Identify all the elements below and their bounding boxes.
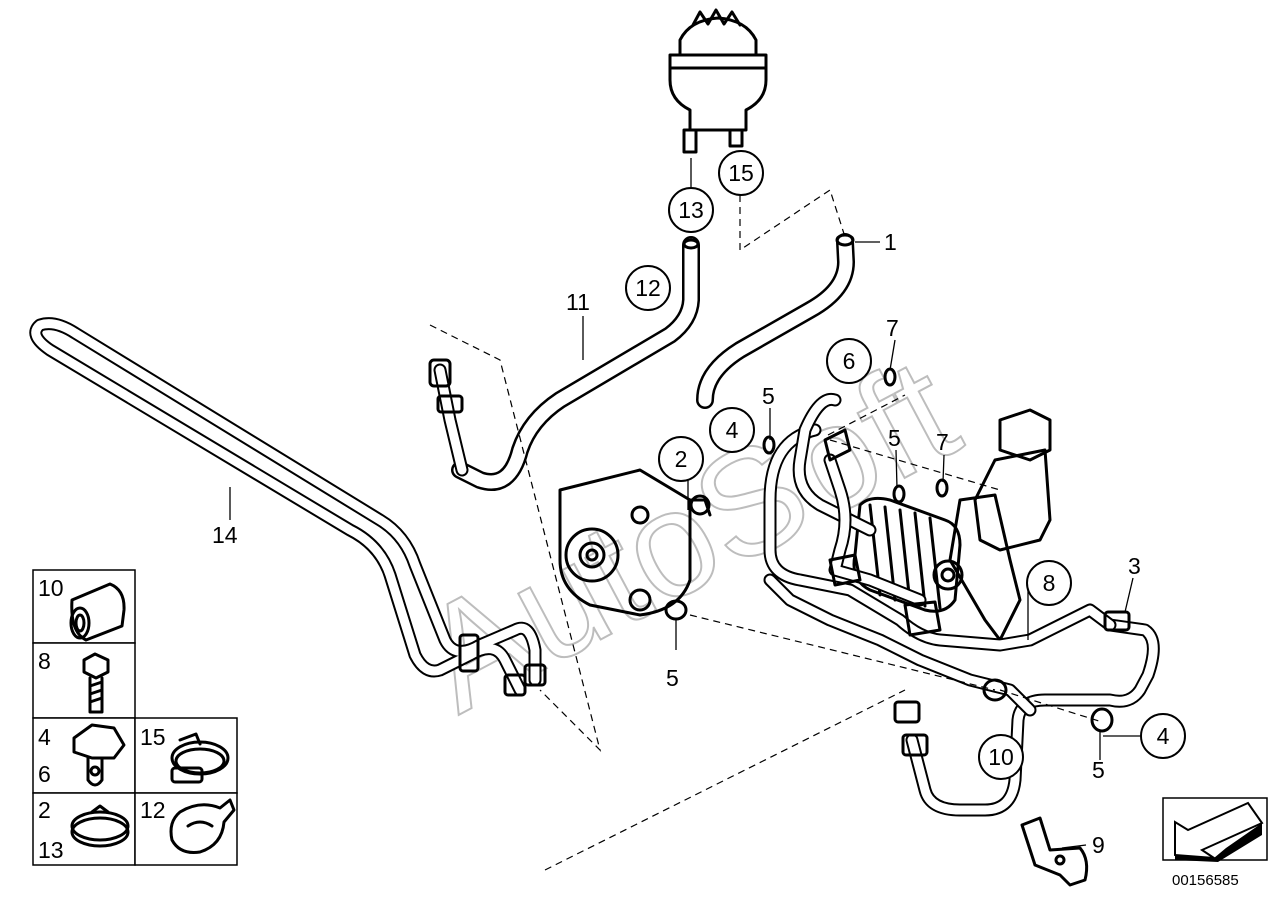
callout-10-text: 10 bbox=[988, 744, 1014, 770]
callout-2-text: 2 bbox=[675, 446, 688, 472]
callout-8-text: 8 bbox=[1043, 570, 1056, 596]
label-5-upper: 5 bbox=[762, 383, 775, 409]
direction-arrow-icon bbox=[1162, 797, 1268, 862]
legend-label-2: 2 bbox=[38, 797, 51, 823]
rubber-sleeve-icon bbox=[69, 582, 126, 642]
callout-13[interactable]: 13 bbox=[668, 187, 714, 233]
legend-label-4: 4 bbox=[38, 724, 51, 750]
legend-label-15: 15 bbox=[140, 724, 166, 750]
callout-4-upper[interactable]: 4 bbox=[709, 407, 755, 453]
callout-12[interactable]: 12 bbox=[625, 265, 671, 311]
legend-label-12: 12 bbox=[140, 797, 166, 823]
callout-4-upper-text: 4 bbox=[726, 417, 739, 443]
watermark: AutoSoft bbox=[394, 324, 983, 744]
figure-number: 00156585 bbox=[1172, 872, 1239, 889]
legend-label-10: 10 bbox=[38, 575, 64, 601]
pressure-line[interactable] bbox=[763, 392, 1160, 817]
assembly-lines bbox=[429, 189, 1103, 871]
callout-15-text: 15 bbox=[728, 160, 754, 186]
banjo-bolt-icon bbox=[72, 723, 126, 787]
label-5-lower: 5 bbox=[1092, 757, 1105, 783]
label-1: 1 bbox=[884, 229, 897, 255]
label-11: 11 bbox=[566, 289, 590, 315]
legend-cell-2-13 bbox=[32, 792, 136, 866]
label-7-lower: 7 bbox=[936, 429, 949, 455]
sealing-rings bbox=[664, 367, 1114, 733]
hose-clamp-icon bbox=[70, 804, 130, 848]
suction-hose[interactable] bbox=[451, 236, 700, 491]
callout-6[interactable]: 6 bbox=[826, 338, 872, 384]
spring-clip-icon bbox=[169, 798, 236, 854]
label-14: 14 bbox=[212, 522, 238, 548]
cooling-pipe-loop[interactable] bbox=[29, 317, 547, 697]
label-5-pump: 5 bbox=[666, 665, 679, 691]
callout-12-text: 12 bbox=[635, 275, 661, 301]
worm-clamp-icon bbox=[170, 732, 230, 784]
callout-6-text: 6 bbox=[843, 348, 856, 374]
parts-legend: 10 8 4 6 15 2 13 12 bbox=[32, 569, 238, 866]
hose-fitting-left bbox=[428, 358, 469, 477]
callout-8[interactable]: 8 bbox=[1026, 560, 1072, 606]
label-9: 9 bbox=[1092, 832, 1105, 858]
plain-labels: 1 11 14 7 5 5 7 3 5 5 9 bbox=[212, 229, 1141, 858]
label-5-middle: 5 bbox=[888, 425, 901, 451]
callout-4-lower-text: 4 bbox=[1157, 723, 1170, 749]
callout-2[interactable]: 2 bbox=[658, 436, 704, 482]
legend-label-8: 8 bbox=[38, 648, 51, 674]
legend-cell-8 bbox=[32, 642, 136, 719]
legend-label-13: 13 bbox=[38, 837, 64, 863]
bolt-icon bbox=[82, 652, 110, 714]
label-3: 3 bbox=[1128, 553, 1141, 579]
callout-10[interactable]: 10 bbox=[978, 734, 1024, 780]
fluid-reservoir[interactable] bbox=[668, 8, 768, 154]
label-7-upper: 7 bbox=[886, 315, 899, 341]
watermark-text: AutoSoft bbox=[395, 325, 982, 743]
bracket[interactable] bbox=[1020, 816, 1089, 887]
power-steering-pump[interactable] bbox=[558, 468, 712, 617]
callout-13-text: 13 bbox=[678, 197, 704, 223]
callout-4-lower[interactable]: 4 bbox=[1140, 713, 1186, 759]
callout-15[interactable]: 15 bbox=[718, 150, 764, 196]
legend-label-6: 6 bbox=[38, 761, 51, 787]
